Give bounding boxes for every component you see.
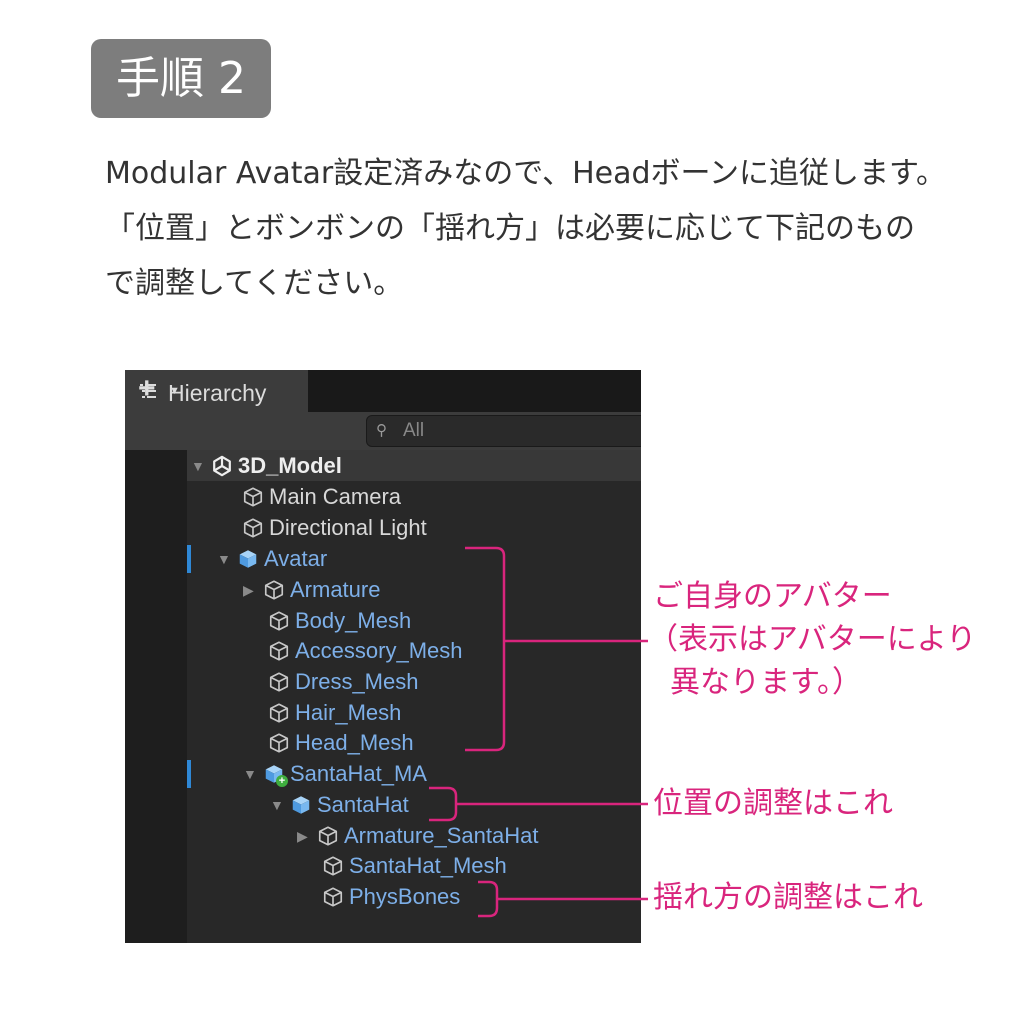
description-line-1: Modular Avatar設定済みなので、Headボーンに追従します。 — [105, 156, 947, 191]
tree-item-physbones[interactable]: PhysBones — [322, 882, 460, 912]
add-button[interactable]: + — [138, 372, 156, 405]
tree-item-armature-santahat[interactable]: ▶ Armature_SantaHat — [297, 821, 538, 851]
step-badge: 手順 2 — [91, 39, 271, 118]
expand-arrow-icon[interactable]: ▼ — [243, 766, 257, 782]
sway-callout: 揺れ方の調整はこれ — [653, 880, 923, 915]
tree-item-armature[interactable]: ▶ Armature — [243, 575, 380, 605]
cube-outline-icon — [322, 886, 344, 908]
tree-item-label: Avatar — [264, 546, 328, 571]
hierarchy-gutter — [125, 450, 187, 943]
selection-marker — [187, 545, 191, 573]
tree-item-main-camera[interactable]: Main Camera — [242, 482, 401, 512]
tree-item-label: Armature — [290, 577, 381, 602]
scene-header-row[interactable] — [187, 450, 641, 481]
cube-outline-icon — [268, 732, 290, 754]
description-line-2: 「位置」とボンボンの「揺れ方」は必要に応じて下記のもの — [105, 211, 915, 246]
cube-outline-icon — [322, 855, 344, 877]
avatar-callout-line-3: 異なります。） — [670, 665, 862, 700]
expand-arrow-icon[interactable]: ▼ — [270, 797, 284, 813]
expand-arrow-icon[interactable]: ▶ — [243, 582, 254, 598]
expand-arrow-icon[interactable]: ▶ — [297, 828, 308, 844]
tree-item-label: Head_Mesh — [295, 730, 414, 755]
cube-outline-icon — [242, 486, 264, 508]
hierarchy-panel: Hierarchy + ▼ ⚲ All ▼ 3D_Model Main Camer… — [125, 370, 641, 943]
tab-hierarchy[interactable]: Hierarchy — [125, 370, 308, 412]
avatar-callout-line-2: （表示はアバターにより — [648, 622, 977, 657]
prefab-cube-icon — [237, 548, 259, 570]
prefab-add-icon: + — [263, 763, 288, 787]
tab-label: Hierarchy — [168, 380, 267, 406]
tree-item-hair-mesh[interactable]: Hair_Mesh — [268, 698, 401, 728]
tree-item-label: Body_Mesh — [295, 608, 412, 633]
tree-item-body-mesh[interactable]: Body_Mesh — [268, 606, 411, 636]
search-placeholder: All — [403, 420, 425, 441]
search-icon: ⚲ — [376, 422, 387, 439]
tree-item-label: PhysBones — [349, 884, 461, 909]
tree-item-santahat-mesh[interactable]: SantaHat_Mesh — [322, 851, 507, 881]
position-callout: 位置の調整はこれ — [653, 786, 893, 821]
tree-item-dress-mesh[interactable]: Dress_Mesh — [268, 667, 418, 697]
cube-outline-icon — [263, 579, 285, 601]
tree-item-label: Main Camera — [269, 484, 402, 509]
search-input[interactable]: ⚲ All — [366, 415, 641, 447]
tree-item-label: SantaHat — [317, 792, 409, 817]
tree-item-santahat[interactable]: ▼ SantaHat — [270, 790, 409, 820]
tree-item-label: Accessory_Mesh — [295, 638, 463, 663]
cube-outline-icon — [242, 517, 264, 539]
cube-outline-icon — [317, 825, 339, 847]
selection-marker — [187, 760, 191, 788]
avatar-callout-line-1: ご自身のアバター — [653, 579, 892, 614]
tree-item-avatar[interactable]: ▼ Avatar — [217, 544, 327, 574]
tree-item-label: Directional Light — [269, 515, 427, 540]
cube-outline-icon — [268, 610, 290, 632]
tree-item-directional-light[interactable]: Directional Light — [242, 513, 427, 543]
tree-item-santahat-ma[interactable]: ▼ +SantaHat_MA — [243, 759, 427, 789]
tree-item-label: 3D_Model — [238, 453, 342, 478]
description-line-3: で調整してください。 — [105, 266, 404, 301]
chevron-down-icon[interactable]: ▼ — [169, 385, 180, 397]
tree-item-3d-model[interactable]: ▼ 3D_Model — [191, 451, 342, 481]
tree-item-label: Hair_Mesh — [295, 700, 402, 725]
tree-item-head-mesh[interactable]: Head_Mesh — [268, 728, 414, 758]
prefab-cube-icon — [290, 794, 312, 816]
cube-outline-icon — [268, 671, 290, 693]
tree-item-label: SantaHat_Mesh — [349, 853, 507, 878]
description: Modular Avatar設定済みなので、Headボーンに追従します。 「位置… — [105, 146, 985, 311]
unity-logo-icon — [211, 455, 233, 477]
expand-arrow-icon[interactable]: ▼ — [191, 458, 205, 474]
tree-item-label: Dress_Mesh — [295, 669, 419, 694]
cube-outline-icon — [268, 640, 290, 662]
expand-arrow-icon[interactable]: ▼ — [217, 551, 231, 567]
tree-item-accessory-mesh[interactable]: Accessory_Mesh — [268, 636, 463, 666]
tree-item-label: Armature_SantaHat — [344, 823, 539, 848]
tree-item-label: SantaHat_MA — [290, 761, 427, 786]
cube-outline-icon — [268, 702, 290, 724]
